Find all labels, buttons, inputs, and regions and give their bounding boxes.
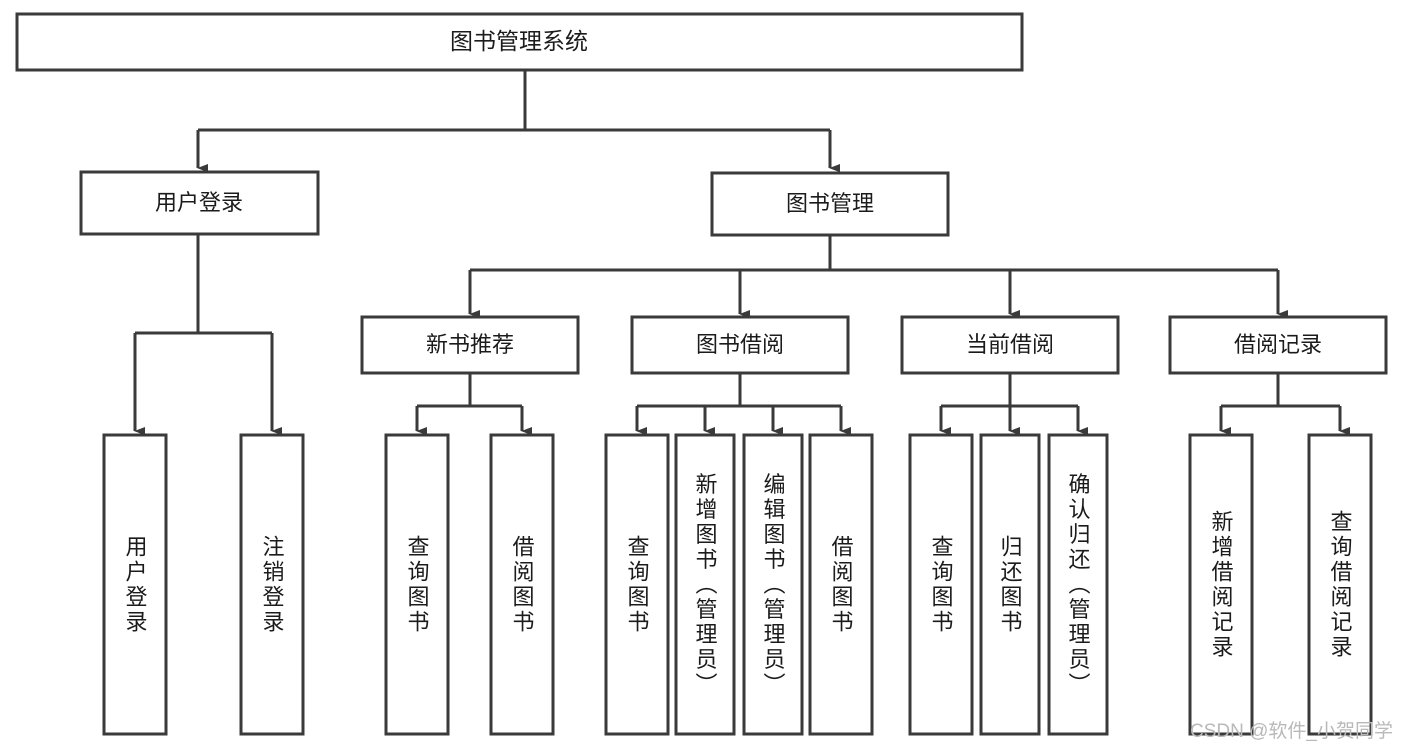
node-user-login[interactable]: 用户登录 [79, 170, 320, 236]
node-current-borrow-label: 当前借阅 [966, 332, 1054, 357]
node-book-borrow[interactable]: 图书借阅 [630, 315, 850, 375]
node-new-book-recommend[interactable]: 新书推荐 [360, 315, 580, 375]
connector-layer [133, 70, 1351, 436]
leaf-new-book-1[interactable]: 查询图书 [384, 433, 450, 736]
leaf-book-borrow-4[interactable]: 借阅图书 [808, 433, 874, 736]
node-current-borrow-box [900, 315, 1120, 375]
node-book-borrow-box [630, 315, 850, 375]
leaf-user-login-2[interactable]: 注销登录 [239, 433, 305, 736]
node-root-label: 图书管理系统 [450, 28, 588, 54]
leaf-current-borrow-2[interactable]: 归还图书 [979, 433, 1041, 736]
leaf-book-borrow-2-box [674, 433, 736, 736]
watermark-text: CSDN @软件_小贺同学 [1190, 720, 1393, 742]
node-borrow-record-label: 借阅记录 [1234, 332, 1322, 357]
leaf-new-book-2[interactable]: 借阅图书 [489, 433, 555, 736]
leaf-borrow-record-2-label: 查询借阅记录 [1328, 510, 1353, 660]
leaf-borrow-record-1[interactable]: 新增借阅记录 [1188, 433, 1254, 736]
leaf-current-borrow-1-label: 查询图书 [929, 535, 954, 635]
node-new-book-recommend-box [360, 315, 580, 375]
node-new-book-recommend-label: 新书推荐 [426, 332, 514, 357]
leaf-book-borrow-1[interactable]: 查询图书 [604, 433, 670, 736]
leaf-book-borrow-4-label: 借阅图书 [829, 535, 854, 635]
leaf-current-borrow-2-box [979, 433, 1041, 736]
leaf-new-book-1-box [384, 433, 450, 736]
leaf-book-borrow-2[interactable]: 新增图书（管理员） [674, 433, 736, 736]
node-current-borrow[interactable]: 当前借阅 [900, 315, 1120, 375]
leaf-current-borrow-1-box [908, 433, 974, 736]
leaf-user-login-1[interactable]: 用户登录 [102, 433, 168, 736]
node-book-manage-box [710, 171, 950, 237]
node-user-login-box [79, 170, 320, 236]
node-root-box [15, 12, 1024, 72]
node-borrow-record-box [1168, 315, 1388, 375]
leaf-book-borrow-1-box [604, 433, 670, 736]
leaf-book-borrow-2-label: 新增图书（管理员） [693, 473, 718, 698]
node-user-login-label: 用户登录 [155, 190, 243, 215]
leaf-borrow-record-1-box [1188, 433, 1254, 736]
leaf-book-borrow-1-label: 查询图书 [625, 535, 650, 635]
leaf-user-login-2-label: 注销登录 [260, 535, 285, 635]
leaf-book-borrow-3-label: 编辑图书（管理员） [761, 473, 786, 698]
leaf-new-book-2-box [489, 433, 555, 736]
leaf-book-borrow-3-box [742, 433, 804, 736]
node-root[interactable]: 图书管理系统 [15, 12, 1024, 72]
leaf-current-borrow-3[interactable]: 确认归还（管理员） [1047, 433, 1109, 736]
leaf-borrow-record-2[interactable]: 查询借阅记录 [1307, 433, 1373, 736]
leaf-user-login-1-label: 用户登录 [123, 535, 148, 635]
leaf-current-borrow-3-label: 确认归还（管理员） [1066, 473, 1091, 698]
leaf-current-borrow-3-box [1047, 433, 1109, 736]
leaf-book-borrow-4-box [808, 433, 874, 736]
leaf-borrow-record-2-box [1307, 433, 1373, 736]
leaf-borrow-record-1-label: 新增借阅记录 [1209, 510, 1234, 660]
node-book-manage[interactable]: 图书管理 [710, 171, 950, 237]
leaf-new-book-2-label: 借阅图书 [510, 535, 535, 635]
leaf-new-book-1-label: 查询图书 [405, 535, 430, 635]
node-book-borrow-label: 图书借阅 [696, 332, 784, 357]
leaf-current-borrow-1[interactable]: 查询图书 [908, 433, 974, 736]
leaf-book-borrow-3[interactable]: 编辑图书（管理员） [742, 433, 804, 736]
leaf-current-borrow-2-label: 归还图书 [998, 535, 1023, 635]
leaf-user-login-1-box [102, 433, 168, 736]
node-book-manage-label: 图书管理 [786, 191, 874, 216]
leaf-user-login-2-box [239, 433, 305, 736]
node-borrow-record[interactable]: 借阅记录 [1168, 315, 1388, 375]
